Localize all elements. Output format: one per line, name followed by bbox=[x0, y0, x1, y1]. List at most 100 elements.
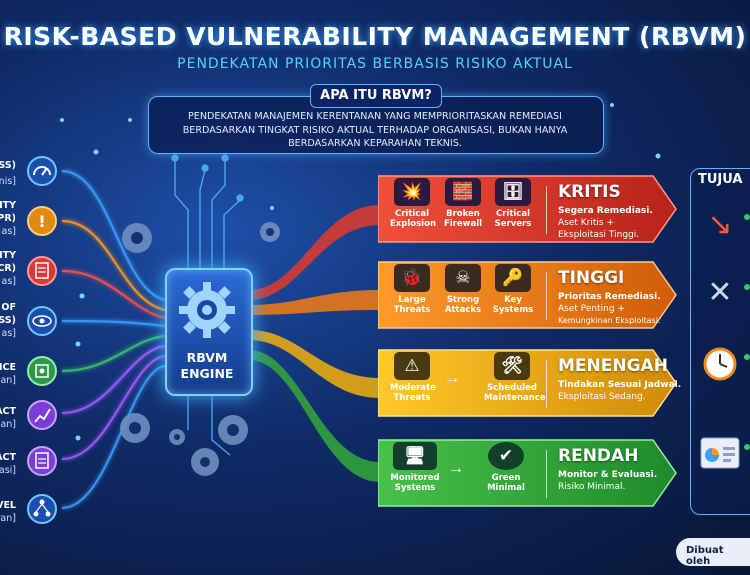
factor-item: VEL ran] bbox=[0, 494, 48, 534]
divider bbox=[546, 186, 547, 234]
level-desc: Aset Kritis + bbox=[558, 218, 614, 228]
factor-item: ACT asi] bbox=[0, 446, 48, 486]
level-desc: Kemungkinan Eksploitasi. bbox=[558, 316, 661, 325]
level-kritis: 💥 Critical Explosion 🧱 Broken Firewall 🗄… bbox=[378, 172, 678, 246]
factor-sublabel: nis] bbox=[0, 176, 16, 187]
tile-label: Monitored Systems bbox=[390, 473, 440, 493]
tile-label: Critical Explosion bbox=[390, 209, 436, 229]
factor-sublabel: an] bbox=[0, 419, 16, 430]
level-desc: Eksploitasi Tinggi. bbox=[558, 230, 640, 240]
tile-label: Broken Firewall bbox=[443, 209, 483, 229]
tile-label: Critical Servers bbox=[494, 209, 532, 229]
tile-key-systems: 🔑 Key Systems bbox=[491, 264, 535, 315]
divider bbox=[546, 272, 547, 320]
factor-sublabel: as] bbox=[1, 328, 16, 339]
factor-sublabel: SS) bbox=[0, 315, 16, 326]
firewall-icon: 🧱 bbox=[445, 178, 481, 206]
divider bbox=[546, 360, 547, 408]
factor-icons: ! bbox=[27, 156, 57, 524]
factor-item: ACT an] bbox=[0, 400, 48, 440]
document-icon bbox=[27, 256, 57, 286]
level-menengah: ⚠ Moderate Threats → 🛠 Scheduled Mainten… bbox=[378, 346, 681, 420]
alert-icon: ! bbox=[27, 206, 57, 236]
level-desc: Segera Remediasi. bbox=[558, 206, 653, 216]
network-icon bbox=[27, 494, 57, 524]
level-desc: Risiko Minimal. bbox=[558, 482, 626, 492]
factor-item: ITY PR) as] bbox=[0, 200, 48, 240]
factor-label: SS) bbox=[0, 160, 16, 171]
factor-item: NCE an] bbox=[0, 356, 48, 396]
arrow-icon: → bbox=[448, 460, 464, 477]
level-name: MENENGAH bbox=[558, 356, 668, 376]
tools-icon: ✕ bbox=[707, 275, 733, 309]
page-subtitle: PENDEKATAN PRIORITAS BERBASIS RISIKO AKT… bbox=[177, 56, 573, 72]
level-name: TINGGI bbox=[558, 268, 625, 288]
factor-label: VEL bbox=[0, 500, 16, 511]
level-background bbox=[378, 439, 677, 507]
factor-sublabel: CR) bbox=[0, 263, 16, 274]
clock-icon bbox=[700, 344, 740, 384]
divider bbox=[546, 450, 547, 498]
level-desc: Monitor & Evaluasi. bbox=[558, 470, 658, 480]
level-desc: Prioritas Remediasi. bbox=[558, 292, 661, 302]
factor-label: OF bbox=[1, 302, 16, 313]
dashboard-icon bbox=[700, 434, 740, 474]
tile-label: Green Minimal bbox=[487, 473, 525, 493]
hacker-icon: ☠ bbox=[445, 264, 481, 292]
factor-sublabel: an] bbox=[0, 375, 16, 386]
tile-green-minimal: ✔ Green Minimal bbox=[484, 442, 528, 493]
monitor-icon: 🖥 bbox=[393, 442, 437, 470]
tile-scheduled-maintenance: 🛠 Scheduled Maintenance bbox=[484, 352, 546, 403]
factor-item: ITY CR) as] bbox=[0, 250, 48, 290]
page-title: RISK-BASED VULNERABILITY MANAGEMENT (RBV… bbox=[3, 22, 747, 51]
chip-icon bbox=[27, 356, 57, 386]
tile-broken-firewall: 🧱 Broken Firewall bbox=[441, 178, 485, 229]
check-dot bbox=[744, 444, 750, 450]
footer-badge bbox=[676, 538, 750, 566]
factor-label: NCE bbox=[0, 362, 16, 373]
level-desc: Eksploitasi Sedang. bbox=[558, 392, 646, 402]
check-dot bbox=[744, 284, 750, 290]
tile-strong-attacks: ☠ Strong Attacks bbox=[441, 264, 485, 315]
factor-label: ITY bbox=[0, 200, 16, 211]
level-name: KRITIS bbox=[558, 182, 621, 202]
level-rendah: 🖥 Monitored Systems → ✔ Green Minimal RE… bbox=[378, 436, 678, 510]
footer-credit: Dibuat oleh bbox=[686, 545, 724, 567]
arrow-icon: → bbox=[444, 370, 460, 387]
tile-moderate-threats: ⚠ Moderate Threats bbox=[390, 352, 436, 403]
trend-down-icon: ↘ bbox=[707, 207, 733, 241]
factor-sublabel: asi] bbox=[0, 465, 16, 476]
tools-icon: 🛠 bbox=[494, 352, 530, 380]
intro-title: APA ITU RBVM? bbox=[310, 84, 442, 108]
tile-critical-explosion: 💥 Critical Explosion bbox=[390, 178, 436, 229]
tile-label: Key Systems bbox=[492, 295, 534, 315]
factor-item: SS) nis] bbox=[0, 154, 48, 194]
factor-label: ACT bbox=[0, 452, 16, 463]
factor-item: OF SS) as] bbox=[0, 302, 48, 342]
tile-large-threats: 🐞 Large Threats bbox=[390, 264, 434, 315]
check-icon: ✔ bbox=[488, 442, 524, 470]
level-background bbox=[378, 349, 677, 417]
tile-label: Large Threats bbox=[393, 295, 431, 315]
bug-icon: 🐞 bbox=[394, 264, 430, 292]
level-desc: Aset Penting + bbox=[558, 304, 625, 314]
tile-label: Strong Attacks bbox=[444, 295, 482, 315]
svg-text:!: ! bbox=[38, 212, 45, 231]
factor-sublabel: as] bbox=[1, 226, 16, 237]
engine-label: RBVM ENGINE bbox=[165, 350, 249, 382]
engine-label-line2: ENGINE bbox=[180, 366, 234, 381]
clipboard-icon bbox=[27, 446, 57, 476]
level-tinggi: 🐞 Large Threats ☠ Strong Attacks 🔑 Key S… bbox=[378, 258, 678, 332]
factor-label: ACT bbox=[0, 406, 16, 417]
eye-icon bbox=[27, 306, 57, 336]
tile-critical-servers: 🗄 Critical Servers bbox=[491, 178, 535, 229]
check-dot bbox=[744, 214, 750, 220]
check-dot bbox=[744, 354, 750, 360]
factor-sublabel: PR) bbox=[0, 213, 16, 224]
intro-body: PENDEKATAN MANAJEMEN KERENTANAN YANG MEM… bbox=[182, 111, 568, 149]
tile-monitored-systems: 🖥 Monitored Systems bbox=[390, 442, 440, 493]
objectives-title: TUJUA bbox=[698, 172, 743, 187]
explosion-icon: 💥 bbox=[394, 178, 430, 206]
warning-icon: ⚠ bbox=[394, 352, 430, 380]
